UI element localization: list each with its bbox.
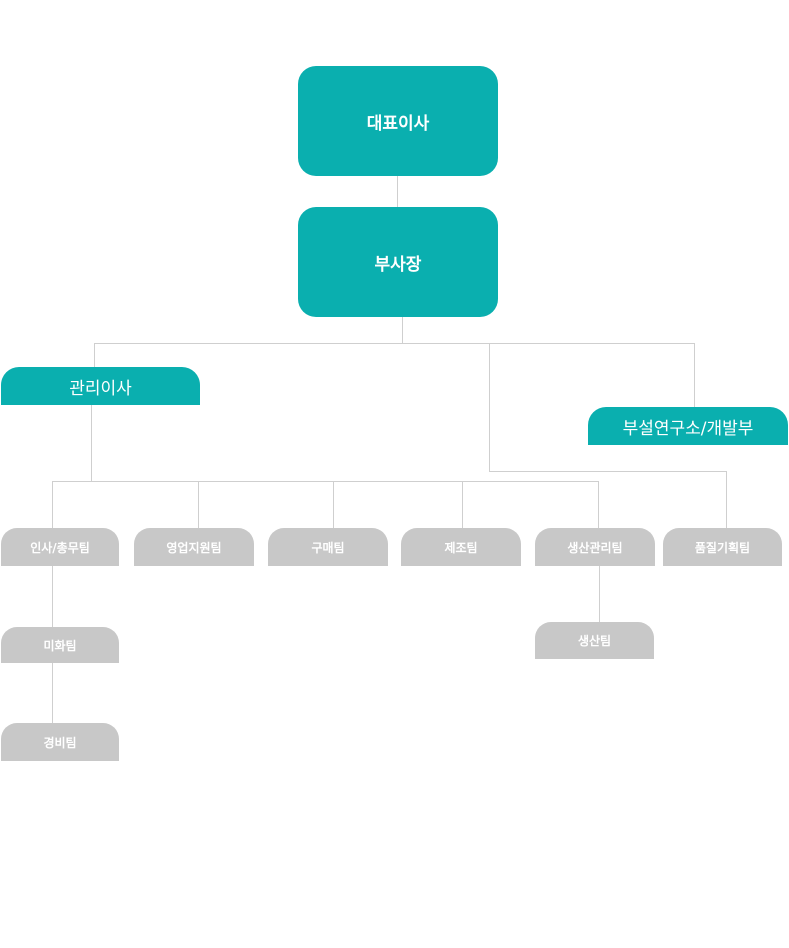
connector-vp-down: [402, 317, 403, 343]
connector-quality-horizontal: [489, 471, 727, 472]
connector-managing-director-down: [91, 405, 92, 481]
connector-to-quality-team: [726, 471, 727, 528]
connector-teams-bus: [52, 481, 599, 482]
managing-director-box: 관리이사: [1, 367, 200, 405]
connector-hr-to-beautification: [52, 566, 53, 627]
connector-to-production-mgmt: [598, 481, 599, 528]
connector-production-mgmt-to-production: [599, 566, 600, 622]
team-purchasing-box: 구매팀: [268, 528, 388, 566]
team-beautification-box: 미화팀: [1, 627, 119, 663]
connector-to-sales-support: [198, 481, 199, 528]
connector-bus-to-managing-director: [94, 343, 95, 367]
team-manufacturing-box: 제조팀: [401, 528, 521, 566]
team-production-mgmt-box: 생산관리팀: [535, 528, 655, 566]
connector-vp-bus: [94, 343, 695, 344]
connector-bus-to-quality-down: [489, 343, 490, 471]
connector-beautification-to-security: [52, 663, 53, 723]
connector-ceo-vp: [397, 176, 398, 207]
connector-to-manufacturing: [462, 481, 463, 528]
connector-to-hr: [52, 481, 53, 528]
team-hr-box: 인사/총무팀: [1, 528, 119, 566]
team-sales-support-box: 영업지원팀: [134, 528, 254, 566]
connector-to-purchasing: [333, 481, 334, 528]
team-quality-planning-box: 품질기획팀: [663, 528, 782, 566]
vice-president-box: 부사장: [298, 207, 498, 317]
ceo-box: 대표이사: [298, 66, 498, 176]
team-production-box: 생산팀: [535, 622, 654, 659]
connector-bus-to-rnd: [694, 343, 695, 407]
team-security-box: 경비팀: [1, 723, 119, 761]
rnd-box: 부설연구소/개발부: [588, 407, 788, 445]
